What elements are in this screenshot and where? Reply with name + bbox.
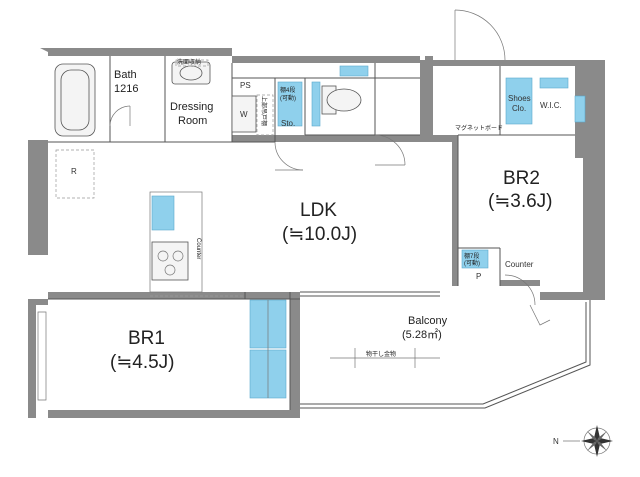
labels: Bath 1216 Dressing Room LDK (≒10.0J) BR1… xyxy=(71,58,562,373)
compass: N xyxy=(553,425,613,457)
br1-label: BR1 xyxy=(128,328,165,349)
counter-vertical-label: Counter xyxy=(195,238,201,259)
compass-north: N xyxy=(553,437,559,446)
kitchen-upper xyxy=(151,195,175,231)
shoes-closet xyxy=(505,77,533,125)
magnet-board-label: マグネットボード xyxy=(455,124,503,132)
shelf-4-label: 棚4段 xyxy=(280,86,295,94)
ldk-area: (≒10.0J) xyxy=(282,224,357,245)
shelf-ps xyxy=(277,81,303,127)
shelf-7-label: 棚7段 xyxy=(464,252,479,260)
w-label: W xyxy=(240,110,248,119)
cooktop xyxy=(151,241,189,281)
r-label: R xyxy=(71,167,77,176)
p-label: P xyxy=(476,272,481,281)
bath-label: Bath xyxy=(114,69,137,81)
shoes-label-2: Clo. xyxy=(512,104,526,113)
dressing-label-2: Room xyxy=(178,115,207,127)
bath-size: 1216 xyxy=(114,83,138,95)
shelf-7 xyxy=(461,249,489,269)
br1-area: (≒4.5J) xyxy=(110,352,175,373)
bath-fixtures xyxy=(54,59,304,171)
counter-label: Counter xyxy=(505,260,534,269)
ps-label: PS xyxy=(240,81,251,90)
wic-label: W.I.C. xyxy=(540,101,562,110)
floor-areas xyxy=(48,56,590,410)
washer xyxy=(231,95,257,133)
toilet xyxy=(321,85,406,166)
balcony-label: Balcony xyxy=(408,315,448,327)
upper-cabinet-label: 上部吊戸棚 xyxy=(260,96,268,126)
sto-label: Sto. xyxy=(281,119,295,128)
partitions xyxy=(48,56,591,410)
br2-label: BR2 xyxy=(503,168,540,189)
ldk-label: LDK xyxy=(300,200,337,221)
kitchen xyxy=(55,149,245,297)
doors xyxy=(37,9,551,401)
shelf-7-adj-label: (可動) xyxy=(464,259,480,267)
laundry-rack-label: 物干し金物 xyxy=(366,350,396,358)
dressing-label: Dressing xyxy=(170,101,213,113)
br2-area: (≒3.6J) xyxy=(488,191,553,212)
shoes-label: Shoes xyxy=(508,94,531,103)
storage-areas xyxy=(151,65,586,399)
mirror-cabinet-label: 洗面収納 xyxy=(177,58,201,66)
toilet-shelf xyxy=(339,65,369,77)
shelf-4-adj-label: (可動) xyxy=(280,94,296,102)
balcony-area: (5.28㎡) xyxy=(402,328,442,341)
